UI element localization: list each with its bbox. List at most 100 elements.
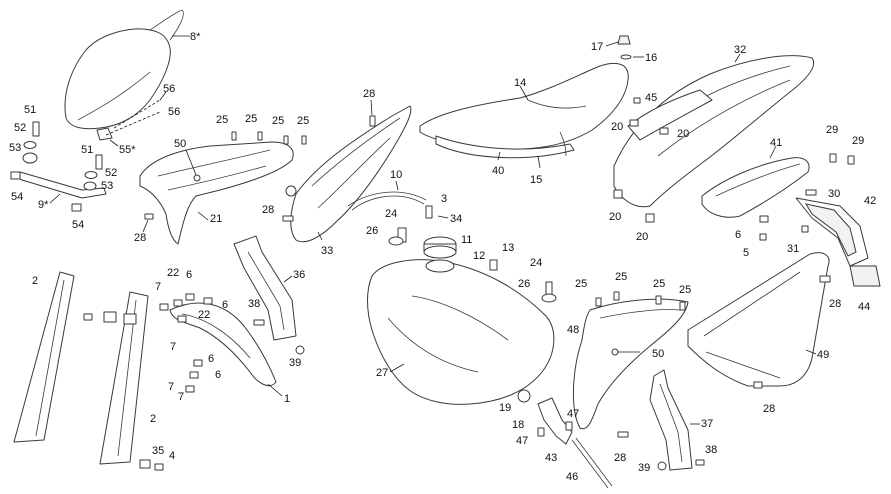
label-tap-18: 18: [512, 419, 524, 431]
label-tail-bolt-20d: 20: [636, 231, 648, 243]
label-clip-47-a: 47: [567, 408, 579, 420]
label-screw-24-a: 24: [385, 208, 397, 220]
label-cap-17: 17: [591, 41, 603, 53]
label-tail-bolt-20a: 20: [611, 121, 623, 133]
label-seat-bolt-51-b: 51: [81, 144, 93, 156]
label-screw-28-e: 28: [829, 298, 841, 310]
label-screw-6-d: 6: [215, 369, 221, 381]
label-screw-22-b: 22: [198, 309, 210, 321]
side-panel-48: [573, 298, 689, 430]
label-cap-11: 11: [461, 234, 472, 246]
label-washer-52-a: 52: [14, 122, 26, 134]
label-seat-14: 14: [514, 77, 526, 89]
label-guard-36: 36: [293, 269, 305, 281]
label-screw-25-c: 25: [272, 115, 284, 127]
label-nut-53-a: 53: [9, 142, 21, 154]
fork-guard-left-2: [13, 271, 75, 443]
label-screw-25-e: 25: [575, 278, 587, 290]
label-screw-38-b: 38: [705, 444, 717, 456]
label-screw-25-f: 25: [615, 271, 627, 283]
label-side-panel-49: 49: [817, 349, 829, 361]
label-nut-54-a: 54: [11, 191, 23, 203]
label-seat-bolt-51-a: 51: [24, 104, 36, 116]
label-screw-28-c: 28: [262, 204, 274, 216]
seat-part-8: [64, 9, 184, 141]
label-screw-50-right: 50: [652, 348, 664, 360]
fuel-cap-11: [423, 236, 457, 259]
label-tail-bolt-20b: 20: [677, 128, 689, 140]
label-screw-5: 5: [743, 247, 749, 259]
screws-25-right: [595, 291, 686, 311]
plate-holder-41: [701, 157, 810, 218]
label-ring-19: 19: [499, 402, 511, 414]
label-screw-12: 12: [473, 250, 485, 262]
label-screw-25-h: 25: [679, 284, 691, 296]
label-screw-25-d: 25: [297, 115, 309, 127]
label-tail-fender: 32: [734, 44, 746, 56]
label-screw-6-c: 6: [208, 353, 214, 365]
label-nut-53-b: 53: [101, 180, 113, 192]
label-screw-38-a: 38: [248, 298, 260, 310]
label-seat-foam: 40: [492, 165, 504, 177]
label-strap-56-a: 56: [163, 83, 175, 95]
label-fork-guard-right: 2: [150, 413, 156, 425]
label-screw-6-rear: 6: [735, 229, 741, 241]
label-screw-25-b: 25: [245, 113, 257, 125]
fuel-tap-18: [537, 397, 573, 445]
label-clip-47-b: 47: [516, 435, 528, 447]
frame-guard-37: [649, 369, 693, 471]
label-seat-alt: 8*: [190, 31, 201, 43]
label-screw-4: 4: [169, 450, 175, 462]
label-screw-22-a: 22: [167, 267, 179, 279]
label-screw-7-d: 7: [178, 391, 184, 403]
label-screw-35: 35: [152, 445, 164, 457]
label-clip-39-a: 39: [289, 357, 301, 369]
label-seat-base: 15: [530, 174, 542, 186]
label-washer-52-b: 52: [105, 167, 117, 179]
label-screw-6-a: 6: [186, 269, 192, 281]
label-screw-28-b: 28: [363, 88, 375, 100]
label-bracket-42: 42: [864, 195, 876, 207]
label-bolt-30: 30: [828, 188, 840, 200]
label-screw-45: 45: [645, 92, 657, 104]
label-plate-44: 44: [858, 301, 870, 313]
label-bolt-55: 55*: [119, 144, 136, 156]
label-nut-29a: 29: [826, 124, 838, 136]
label-nut-26-a: 26: [366, 225, 378, 237]
label-screw-50-left: 50: [174, 138, 186, 150]
label-plate-holder: 41: [770, 137, 782, 149]
label-tail-bolt-20c: 20: [609, 211, 621, 223]
label-hose-46: 46: [566, 471, 578, 483]
label-screw-28-d: 28: [614, 452, 626, 464]
label-clip-39-b: 39: [638, 462, 650, 474]
label-fwd-panel-left: 21: [210, 213, 222, 225]
seat-hardware-left: [10, 121, 107, 212]
label-nut-26-b: 26: [518, 278, 530, 290]
label-hose-10: 10: [390, 169, 402, 181]
label-strap-56-b: 56: [168, 106, 180, 118]
bracket-42: [795, 197, 869, 267]
label-screw-7-a: 7: [155, 281, 161, 293]
front-fender-1: [169, 302, 277, 387]
label-tap-43: 43: [545, 452, 557, 464]
label-tank-27: 27: [376, 367, 388, 379]
label-nut-54-b: 54: [72, 219, 84, 231]
label-side-panel-48: 48: [567, 324, 579, 336]
label-screw-25-g: 25: [653, 278, 665, 290]
front-panel-33: [285, 105, 412, 243]
label-fork-guard-left: 2: [32, 275, 38, 287]
label-fender-1: 1: [284, 393, 290, 405]
label-screw-25-a: 25: [216, 114, 228, 126]
label-screw-7-b: 7: [170, 341, 176, 353]
fuel-hose-10: [347, 191, 427, 211]
label-guard-37: 37: [701, 418, 713, 430]
label-seat-brace: 9*: [38, 199, 49, 211]
label-nut-29b: 29: [852, 135, 864, 147]
label-screw-6-b: 6: [222, 299, 228, 311]
front-panel-21: [139, 141, 294, 245]
label-clamp-34: 34: [450, 213, 462, 225]
seat-14: [419, 62, 629, 159]
side-panel-49: [687, 252, 830, 387]
